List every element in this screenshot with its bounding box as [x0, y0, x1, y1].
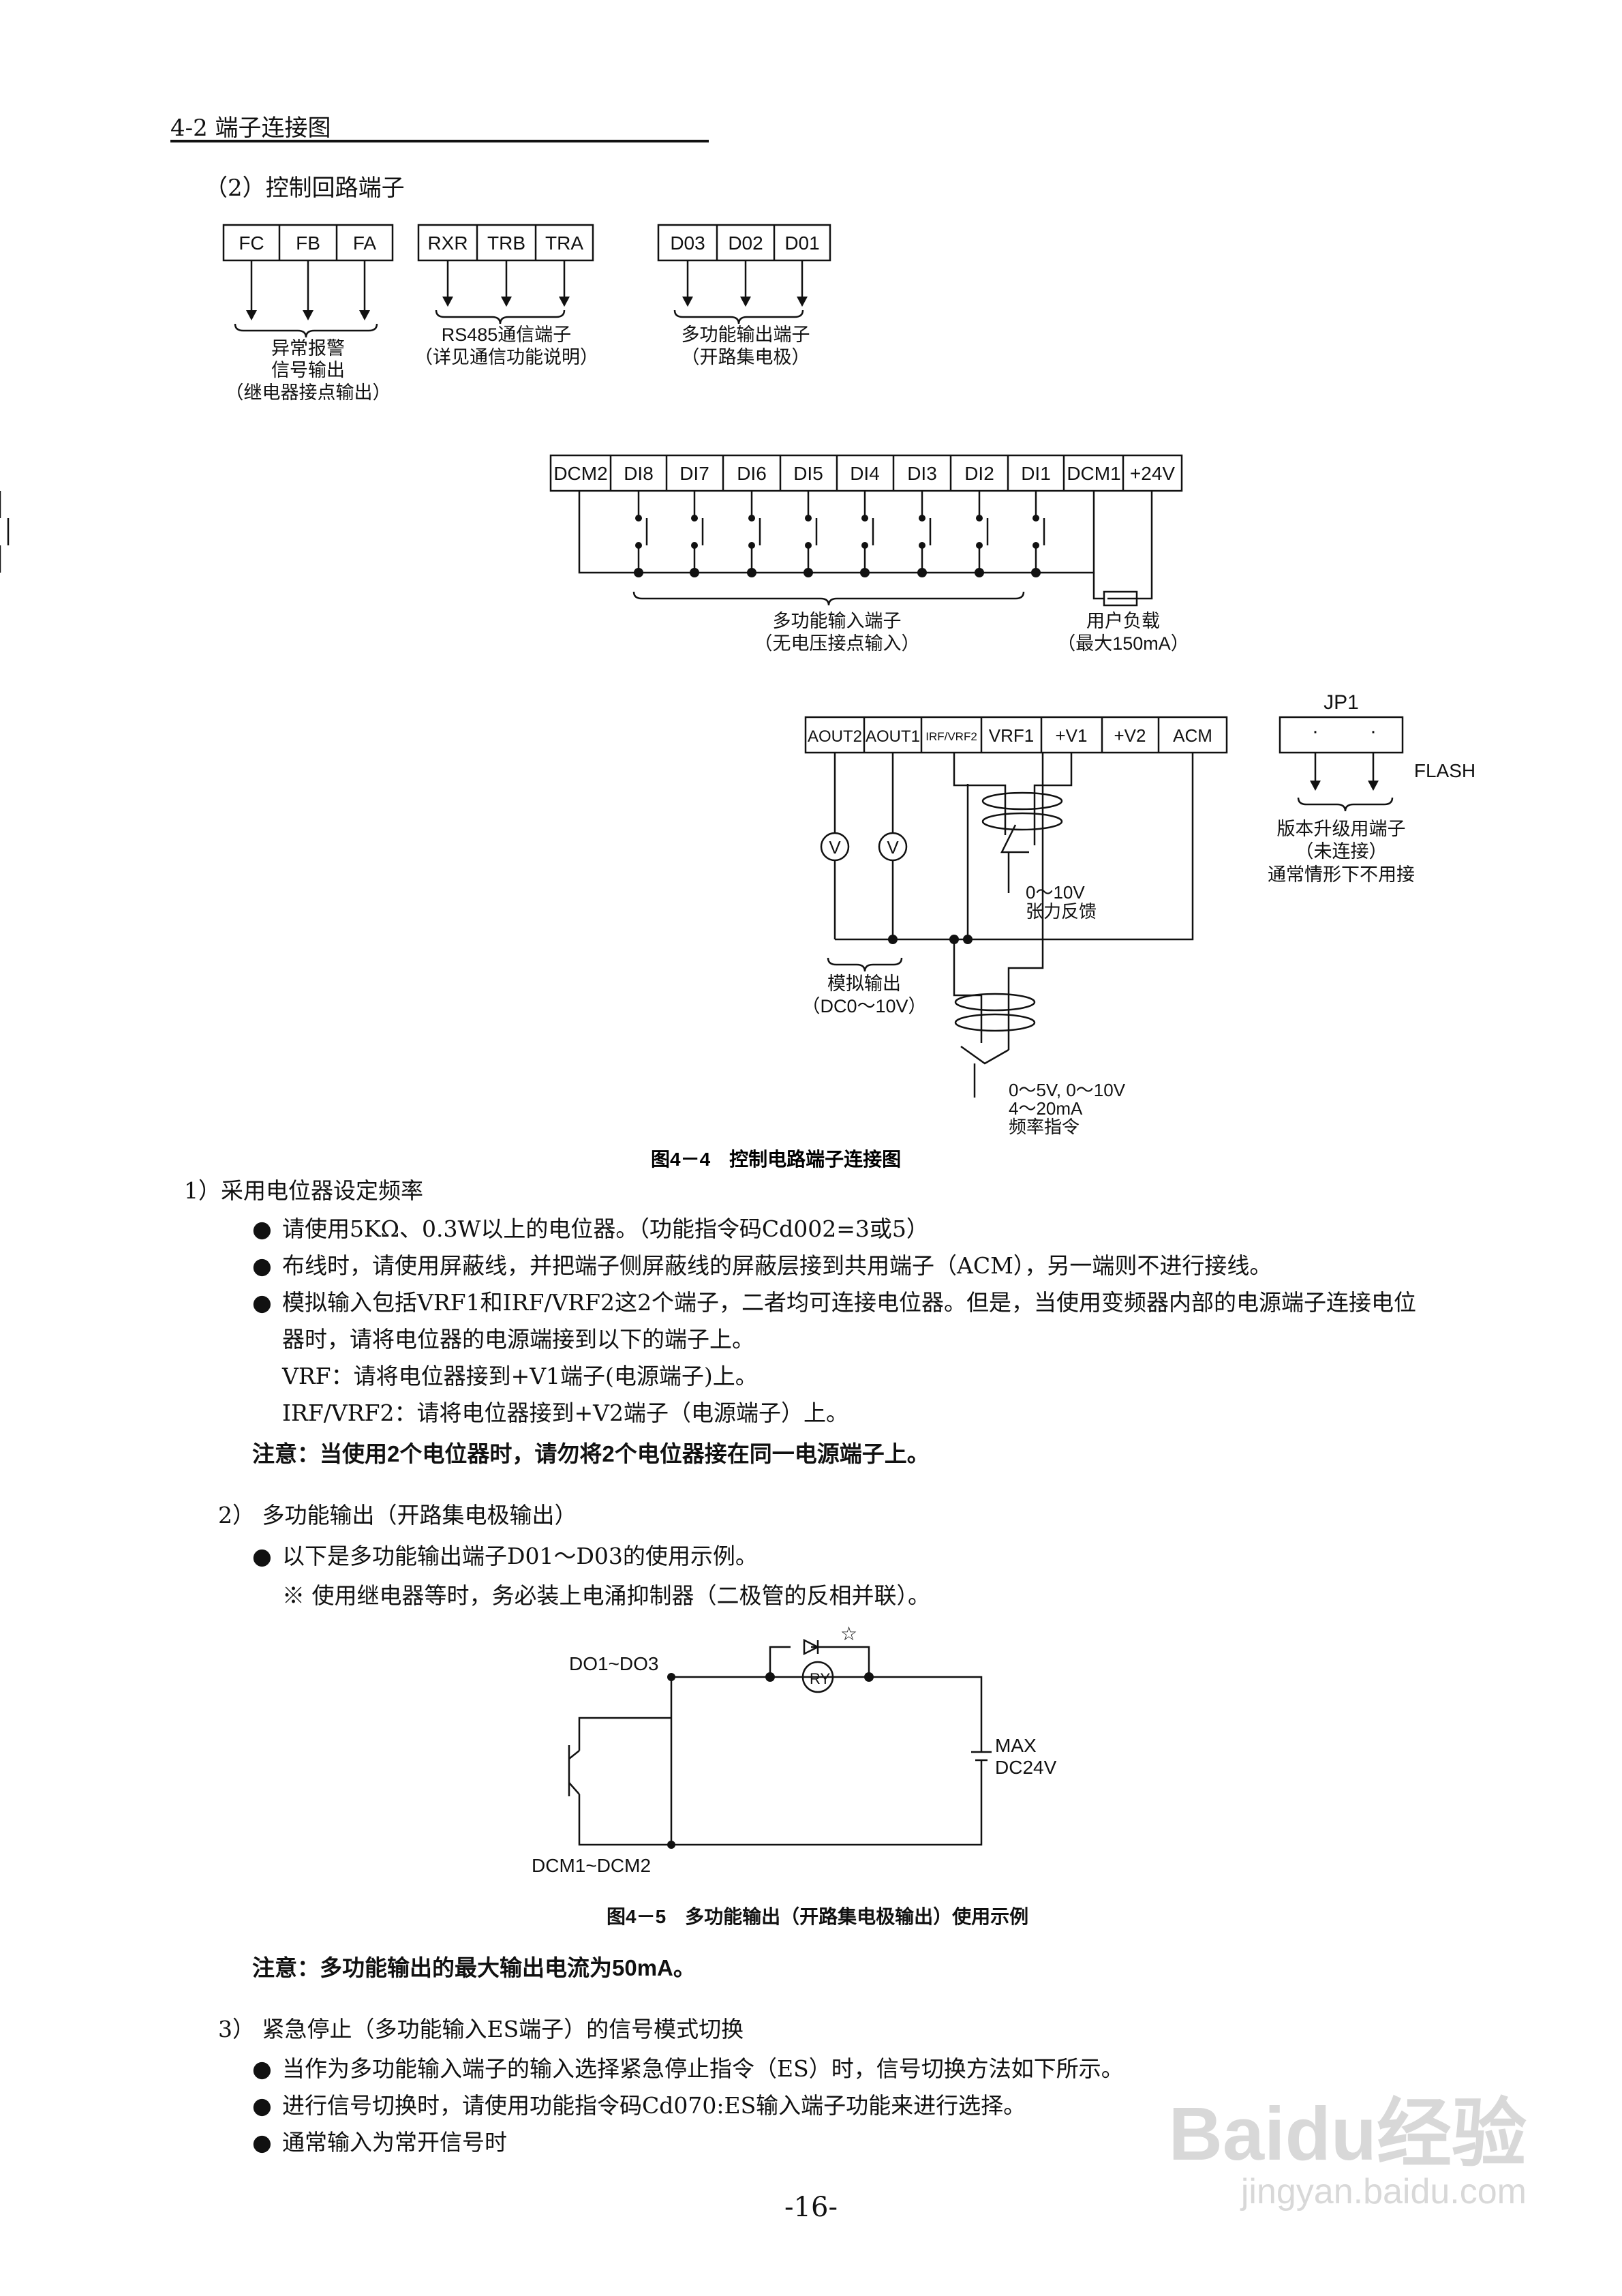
alarm-desc: 异常报警: [271, 338, 345, 359]
term-dcm2: DCM2: [553, 463, 607, 484]
freq-range: 0～5V, 0～10V: [1009, 1080, 1126, 1100]
term-acm: ACM: [1173, 725, 1212, 746]
jp1-pin: ·: [1312, 720, 1319, 742]
note-1: 注意：当使用2个电位器时，请勿将2个电位器接在同一电源端子上。: [252, 1441, 930, 1466]
jp1-desc: 版本升级用端子: [1277, 819, 1406, 839]
watermark-logo: Baidu经验: [1168, 2092, 1527, 2176]
dout-desc: 多功能输出端子: [682, 324, 810, 345]
term-v2: +V2: [1114, 725, 1146, 746]
jp1-desc: 通常情形下不用接: [1268, 864, 1415, 885]
rs485-desc: RS485通信端子: [442, 324, 572, 345]
title-rule: [170, 140, 709, 142]
tension-label: 张力反馈: [1026, 901, 1097, 922]
jp1-pin: ·: [1370, 720, 1377, 742]
term-trb: TRB: [487, 232, 525, 254]
alarm-desc: （继电器接点输出）: [226, 382, 391, 403]
freq-label: 频率指令: [1009, 1117, 1080, 1137]
term-d02: D02: [728, 232, 763, 254]
analog-out-desc: （DC0～10V）: [801, 996, 926, 1016]
term-aout1: AOUT1: [866, 727, 920, 746]
watermark-url: jingyan.baidu.com: [1240, 2172, 1527, 2211]
term-fb: FB: [296, 232, 320, 254]
term-dcm1: DCM1: [1067, 463, 1120, 484]
term-fa: FA: [353, 232, 377, 254]
tension-range: 0～10V: [1026, 882, 1085, 903]
term-rxr: RXR: [427, 232, 468, 254]
page-number: -16-: [784, 2192, 838, 2223]
flash-label: FLASH: [1414, 760, 1475, 781]
max-label: MAX: [995, 1735, 1037, 1756]
list-item-cont: 器时，请将电位器的电源端接到以下的端子上。: [282, 1326, 754, 1353]
load-desc: 用户负载: [1086, 611, 1160, 631]
term-fc: FC: [239, 232, 264, 254]
do-label: DO1~DO3: [569, 1653, 659, 1674]
input-desc: 多功能输入端子: [773, 611, 902, 631]
section-2-title: 2） 多功能输出（开路集电极输出）: [218, 1502, 577, 1528]
dcm-label: DCM1~DCM2: [532, 1855, 651, 1876]
list-item: ●模拟输入包括VRF1和IRF/VRF2这2个端子，二者均可连接电位器。但是，当…: [252, 1289, 1417, 1316]
term-di8: DI8: [624, 463, 654, 484]
note-2: 注意：多功能输出的最大输出电流为50mA。: [252, 1955, 696, 1980]
term-di4: DI4: [850, 463, 880, 484]
dc-label: DC24V: [995, 1757, 1057, 1778]
term-irf-vrf2: IRF/VRF2: [925, 730, 977, 743]
section-title: 4-2 端子连接图: [170, 115, 331, 142]
figure-caption-2: 图4－5 多功能输出（开路集电极输出）使用示例: [607, 1906, 1029, 1927]
freq-range: 4～20mA: [1009, 1098, 1083, 1119]
list-item-cont: ※ 使用继电器等时，务必装上电涌抑制器（二极管的反相并联）。: [282, 1582, 930, 1609]
relay-label: RY: [810, 1670, 830, 1687]
term-di5: DI5: [793, 463, 823, 484]
list-item-cont: VRF：请将电位器接到+V1端子(电源端子)上。: [282, 1363, 758, 1389]
dout-desc: （开路集电极）: [682, 347, 810, 367]
term-di7: DI7: [679, 463, 709, 484]
section-1-title: 1）采用电位器设定频率: [184, 1177, 423, 1204]
term-24v: +24V: [1130, 463, 1175, 484]
open-collector-diagram: DO1~DO3 DCM1~DCM2 RY ☆ MAX DC24V: [532, 1623, 1057, 1876]
term-tra: TRA: [545, 232, 583, 254]
analog-out-desc: 模拟输出: [827, 973, 901, 994]
term-aout2: AOUT2: [808, 727, 862, 746]
term-vrf1: VRF1: [989, 725, 1034, 746]
list-item-cont: IRF/VRF2：请将电位器接到+V2端子（电源端子）上。: [282, 1400, 848, 1426]
figure-caption: 图4－4 控制电路端子连接图: [651, 1149, 901, 1170]
alarm-desc: 信号输出: [271, 360, 345, 380]
control-circuit-diagram: FC FB FA RXR TRB TRA D03 D02 D01 DCM2 DI…: [0, 224, 1475, 1170]
term-d03: D03: [670, 232, 705, 254]
list-item: ●布线时，请使用屏蔽线，并把端子侧屏蔽线的屏蔽层接到共用端子（ACM），另一端则…: [252, 1252, 1272, 1279]
voltmeter-icon: V: [829, 837, 841, 858]
voltmeter-icon: V: [887, 837, 899, 858]
star-icon: ☆: [840, 1623, 857, 1644]
list-item: ●进行信号切换时，请使用功能指令码Cd070:ES输入端子功能来进行选择。: [252, 2092, 1026, 2119]
list-item: ●以下是多功能输出端子D01～D03的使用示例。: [252, 1543, 758, 1569]
term-di1: DI1: [1021, 463, 1051, 484]
subsection-title: （2）控制回路端子: [204, 175, 405, 202]
list-item: ●通常输入为常开信号时: [252, 2129, 507, 2156]
list-item: ●当作为多功能输入端子的输入选择紧急停止指令（ES）时，信号切换方法如下所示。: [252, 2055, 1124, 2082]
load-desc: （最大150mA）: [1057, 633, 1189, 654]
list-item: ●请使用5KΩ、0.3W以上的电位器。（功能指令码Cd002=3或5）: [252, 1215, 929, 1242]
rs485-desc: （详见通信功能说明）: [414, 347, 598, 367]
term-d01: D01: [784, 232, 819, 254]
section-3-title: 3） 紧急停止（多功能输入ES端子）的信号模式切换: [218, 2016, 744, 2042]
term-di3: DI3: [907, 463, 937, 484]
jp1-title: JP1: [1323, 691, 1359, 714]
term-di2: DI2: [964, 463, 994, 484]
term-v1: +V1: [1056, 725, 1088, 746]
input-desc: （无电压接点输入）: [754, 633, 920, 654]
jp1-desc: （未连接）: [1296, 841, 1388, 862]
term-di6: DI6: [737, 463, 767, 484]
